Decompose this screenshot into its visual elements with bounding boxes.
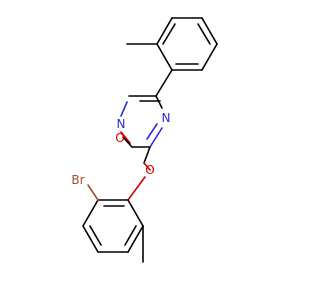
oxadiazole-ring [120, 95, 163, 148]
bond [82, 199, 99, 227]
bond [149, 127, 163, 148]
bond [120, 131, 131, 144]
double-bond-inner [146, 123, 158, 140]
bond [122, 136, 133, 148]
bond [155, 95, 163, 109]
double-bond-inner [124, 225, 137, 246]
bond [156, 17, 173, 45]
ether-bond [143, 162, 151, 171]
bond [82, 225, 99, 253]
bromophenyl-ring [82, 199, 144, 253]
ring-oxygen-atom-label: O [115, 131, 124, 145]
ether-bond [127, 176, 146, 201]
bond [127, 225, 144, 253]
bond [201, 17, 218, 45]
double-bond-inner [197, 23, 211, 45]
ch2-bond [143, 146, 151, 164]
bond [127, 199, 144, 227]
ring-link-bond [155, 69, 173, 97]
bromine-atom-label: Br [71, 173, 84, 187]
bond [201, 43, 218, 71]
bromine-bond [87, 184, 99, 201]
nitrogen-atom-label: N [162, 111, 171, 125]
molecule-structure-canvas: N N O O Br [71, 17, 218, 263]
nitrogen-atom-label: N [117, 117, 126, 131]
bond [120, 101, 128, 117]
double-bond-inner [89, 225, 102, 246]
double-bond-inner [162, 23, 176, 45]
tolyl-ring [156, 17, 218, 71]
bond [156, 43, 173, 71]
ether-oxygen-atom-label: O [145, 163, 154, 177]
